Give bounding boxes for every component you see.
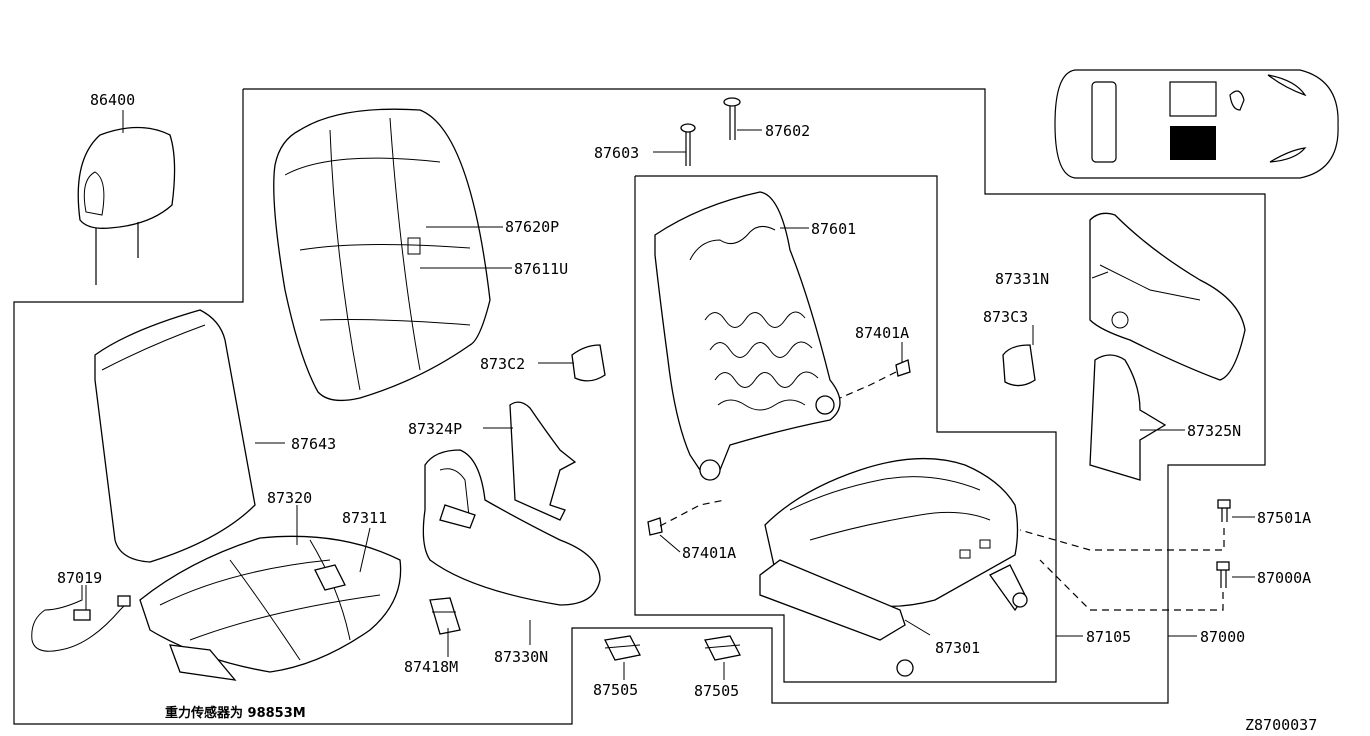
bracket-87324p-part — [509, 401, 577, 521]
headrest-part — [77, 110, 176, 285]
main-boundary — [13, 88, 1266, 725]
part-label: 87603 — [594, 144, 639, 162]
bolt-87401a-upper — [895, 359, 911, 377]
part-label: 87501A — [1257, 509, 1311, 527]
part-label: 87301 — [935, 639, 980, 657]
side-shield-part — [1089, 212, 1246, 381]
seat-cushion-frame-part — [759, 457, 1028, 677]
part-label: 87000A — [1257, 569, 1311, 587]
part-label: 87325N — [1187, 422, 1241, 440]
part-label: 87311 — [342, 509, 387, 527]
part-label: 87401A — [682, 544, 736, 562]
part-label: 87418M — [404, 658, 458, 676]
clip-87418m-part — [429, 597, 461, 635]
part-label: 87019 — [57, 569, 102, 587]
harness-part — [31, 585, 131, 652]
bolt-87603 — [680, 123, 696, 166]
part-label: 87324P — [408, 420, 462, 438]
part-label: 87331N — [995, 270, 1049, 288]
seat-cushion-part — [139, 535, 402, 681]
part-label: 87505 — [593, 681, 638, 699]
part-label: 87330N — [494, 648, 548, 666]
part-873c2 — [571, 344, 606, 382]
bolt-87501a — [1217, 499, 1231, 522]
part-label: 87401A — [855, 324, 909, 342]
part-label: 86400 — [90, 91, 135, 109]
part-label: 87643 — [291, 435, 336, 453]
part-label: 87611U — [514, 260, 568, 278]
vehicle-locator-icon — [1054, 69, 1339, 179]
clip-87505-left — [604, 635, 641, 661]
part-label: 87000 — [1200, 628, 1245, 646]
diagram-code: Z8700037 — [1245, 716, 1317, 734]
part-873c3 — [1002, 344, 1036, 387]
part-label: 87620P — [505, 218, 559, 236]
side-cover-part — [422, 449, 601, 606]
bolt-87000a — [1216, 561, 1230, 588]
seat-back-pad-part — [94, 309, 256, 563]
leader-lines — [85, 129, 1255, 680]
part-label: 873C2 — [480, 355, 525, 373]
seat-back-cover-part — [273, 108, 491, 402]
seat-back-frame-part — [654, 191, 841, 481]
part-label: 87105 — [1086, 628, 1131, 646]
part-label: 87602 — [765, 122, 810, 140]
clip-87505-right — [704, 635, 741, 661]
part-label: 87505 — [694, 682, 739, 700]
part-label: 87320 — [267, 489, 312, 507]
bolt-87602 — [723, 97, 741, 140]
sensor-note: 重力传感器为 98853M — [165, 705, 306, 721]
bracket-87325n-part — [1089, 354, 1167, 481]
part-label: 87601 — [811, 220, 856, 238]
frame-boundary — [634, 175, 1057, 683]
bolt-87401a-lower — [647, 517, 663, 536]
part-label: 873C3 — [983, 308, 1028, 326]
